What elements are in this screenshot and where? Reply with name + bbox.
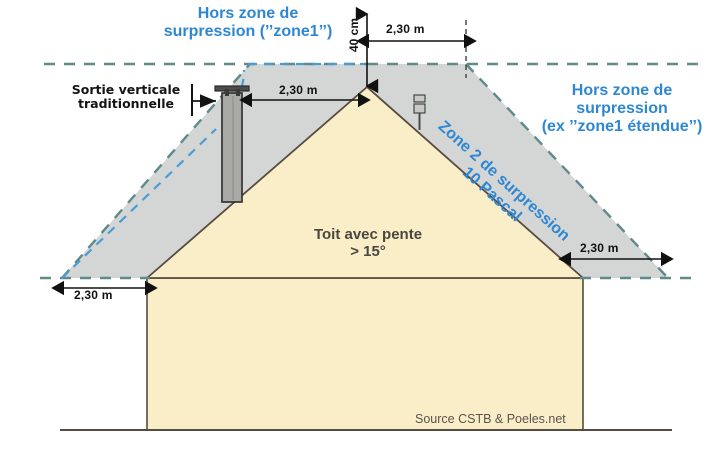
source-label: Source CSTB & Poeles.net bbox=[415, 412, 566, 426]
chimney-callout-leader bbox=[191, 84, 216, 116]
chimney-callout-label: Sortie verticale traditionnelle bbox=[71, 82, 181, 111]
dimension-right-eave-label: 2,30 m bbox=[580, 241, 619, 255]
traditional-chimney bbox=[214, 85, 250, 203]
dimension-40cm-label: 40 cm bbox=[347, 17, 361, 52]
dimension-top-right-label: 2,30 m bbox=[386, 22, 425, 36]
dimension-chimney-right-label: 2,30 m bbox=[279, 83, 318, 97]
house-body bbox=[146, 277, 584, 431]
zone2-surpression-area bbox=[62, 64, 668, 278]
title-right-zone: Hors zone de surpression (ex ’’zone1 éte… bbox=[541, 82, 703, 135]
title-left-zone: Hors zone de surpression (’’zone1’’) bbox=[163, 5, 333, 40]
roof-slope-label: Toit avec pente > 15° bbox=[313, 226, 423, 260]
dimension-left-eave-label: 2,30 m bbox=[74, 288, 113, 302]
flue-terminal-right-slope bbox=[413, 94, 426, 130]
roof-triangle bbox=[146, 86, 584, 279]
